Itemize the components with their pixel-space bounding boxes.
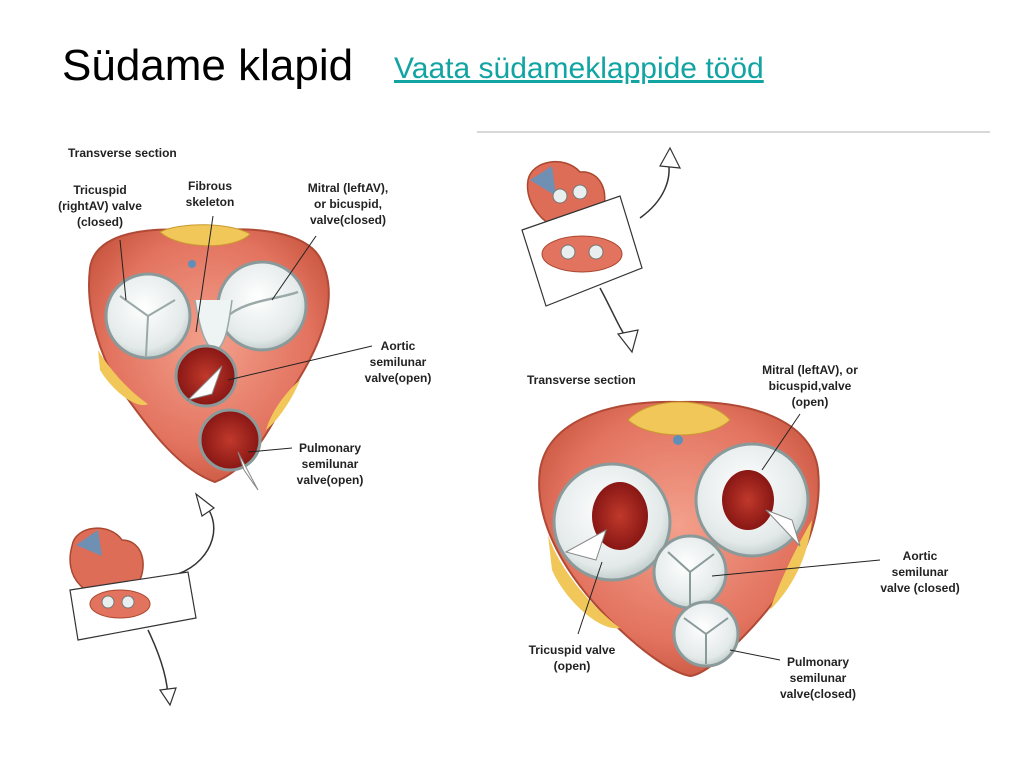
left-figure: Transverse section Tricus [58,146,432,707]
left-tricuspid-commissures [119,295,176,357]
svg-text:valve (closed): valve (closed) [880,581,959,595]
svg-text:Tricuspid valve: Tricuspid valve [529,643,616,657]
svg-text:skeleton: skeleton [186,195,235,209]
left-label-fibrous: Fibrous skeleton [186,179,235,209]
right-pulmonary-cusps [683,617,729,664]
svg-text:Aortic: Aortic [903,549,938,563]
svg-text:(rightAV) valve: (rightAV) valve [58,199,142,213]
right-label-tricuspid: Tricuspid valve (open) [529,643,616,673]
left-pulmonary-flow-arrow [237,451,259,491]
right-figure: Transverse section Mitral (leftAV), o [521,146,960,701]
right-heart-inset [521,146,682,354]
left-leader-lines [119,215,373,453]
svg-text:semilunar: semilunar [790,671,847,685]
svg-text:Pulmonary: Pulmonary [299,441,361,455]
right-label-mitral: Mitral (leftAV), or bicuspid,valve (open… [762,363,858,409]
left-fat-top [159,224,251,247]
right-leader-lines [577,413,881,661]
left-mitral-commissure [224,290,299,319]
right-mitral-opening [722,470,774,530]
svg-text:or bicuspid,: or bicuspid, [314,197,382,211]
svg-text:Fibrous: Fibrous [188,179,232,193]
left-label-mitral: Mitral (leftAV), or bicuspid, valve(clos… [308,181,388,227]
svg-text:Mitral (leftAV),: Mitral (leftAV), [308,181,388,195]
right-coronary-vessel [673,435,683,445]
left-heart-inset [69,492,216,707]
right-fat-left [548,535,620,629]
right-mitral-flow-arrow [765,509,801,547]
right-tricuspid-opening [592,482,648,550]
left-fat-right [266,380,300,430]
svg-text:Pulmonary: Pulmonary [787,655,849,669]
svg-text:semilunar: semilunar [370,355,427,369]
svg-text:bicuspid,valve: bicuspid,valve [769,379,852,393]
slide-title: Südame klapid [62,41,354,90]
left-label-aortic: Aortic semilunar valve(open) [365,339,432,385]
svg-text:semilunar: semilunar [302,457,359,471]
divider-line [477,131,990,133]
left-coronary-vessel [188,260,196,268]
right-fat-top [627,401,731,436]
svg-text:semilunar: semilunar [892,565,949,579]
svg-text:Aortic: Aortic [381,339,416,353]
left-label-tricuspid: Tricuspid (rightAV) valve (closed) [58,183,142,229]
right-tricuspid-flow-arrow [564,528,607,561]
left-label-pulmonary: Pulmonary semilunar valve(open) [297,441,364,487]
svg-text:valve(open): valve(open) [297,473,364,487]
left-aortic-valve [174,344,238,408]
left-inset-arrow-down [158,687,177,707]
right-inset-arrow-up [659,146,682,169]
svg-text:(open): (open) [792,395,829,409]
right-inset-arrow-down [616,329,639,354]
svg-text:valve(closed): valve(closed) [780,687,856,701]
svg-text:Tricuspid: Tricuspid [73,183,126,197]
right-label-aortic: Aortic semilunar valve (closed) [880,549,959,595]
left-fat-side [98,350,148,406]
valve-animation-link[interactable]: Vaata südameklappide tööd [394,52,764,85]
left-aortic-flow-arrow [186,365,223,401]
svg-text:Mitral (leftAV), or: Mitral (leftAV), or [762,363,858,377]
right-header: Transverse section [527,373,636,387]
right-label-pulmonary: Pulmonary semilunar valve(closed) [780,655,856,701]
svg-text:(open): (open) [554,659,591,673]
left-pulmonary-valve [198,408,262,472]
right-fat-right [770,520,812,610]
svg-text:valve(open): valve(open) [365,371,432,385]
svg-text:(closed): (closed) [77,215,123,229]
svg-text:valve(closed): valve(closed) [310,213,386,227]
left-header: Transverse section [68,146,177,160]
right-aortic-cusps [667,551,715,606]
